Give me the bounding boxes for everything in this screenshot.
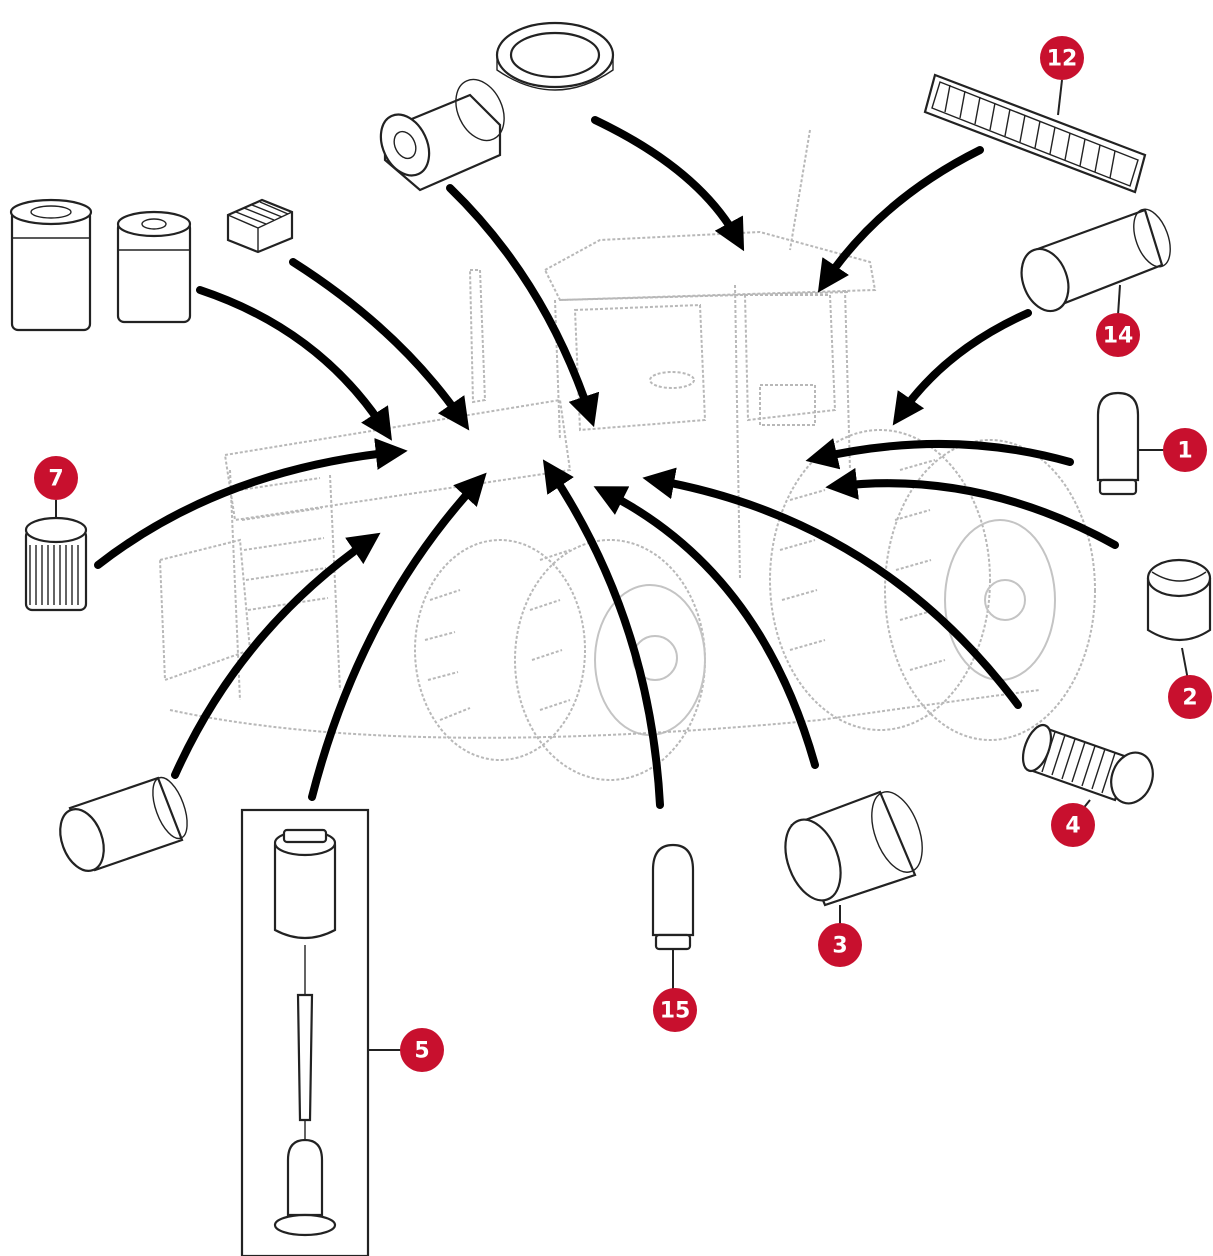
air-filter-sleeve-icon bbox=[52, 773, 194, 877]
svg-text:4: 4 bbox=[1065, 814, 1080, 839]
callout-4: 4 bbox=[1051, 803, 1095, 847]
callout-1: 1 bbox=[1163, 428, 1207, 472]
strainer-filter-4-icon bbox=[1018, 721, 1160, 809]
filter-assembly-5-icon bbox=[242, 810, 368, 1256]
leader-lines bbox=[56, 80, 1188, 1050]
svg-text:12: 12 bbox=[1047, 47, 1078, 72]
callout-14: 14 bbox=[1096, 313, 1140, 357]
oil-filter-small-icon bbox=[118, 212, 190, 322]
oil-filter-large-icon bbox=[11, 200, 91, 330]
svg-text:5: 5 bbox=[414, 1039, 429, 1064]
svg-text:7: 7 bbox=[48, 467, 63, 492]
spin-on-filter-3-icon bbox=[775, 785, 932, 908]
svg-text:2: 2 bbox=[1182, 686, 1197, 711]
parts bbox=[11, 23, 1210, 1256]
svg-text:14: 14 bbox=[1103, 324, 1134, 349]
capsule-filter-1-icon bbox=[1098, 393, 1138, 494]
callout-5: 5 bbox=[400, 1028, 444, 1072]
cabin-air-filter-panel-icon bbox=[925, 75, 1145, 192]
tractor-illustration bbox=[160, 130, 1095, 780]
svg-text:15: 15 bbox=[660, 999, 691, 1024]
cabin-cube-filter-icon bbox=[228, 200, 292, 252]
callout-2: 2 bbox=[1168, 675, 1212, 719]
callout-12: 12 bbox=[1040, 36, 1084, 80]
capsule-filter-15-icon bbox=[653, 845, 693, 949]
callout-3: 3 bbox=[818, 923, 862, 967]
callout-7: 7 bbox=[34, 456, 78, 500]
cup-filter-2-icon bbox=[1148, 560, 1210, 640]
svg-text:1: 1 bbox=[1177, 439, 1192, 464]
svg-text:3: 3 bbox=[832, 934, 847, 959]
air-filter-icon bbox=[372, 72, 514, 190]
seal-ring-icon bbox=[497, 23, 613, 90]
cylindrical-filter-14-icon bbox=[1013, 204, 1177, 317]
callout-15: 15 bbox=[653, 988, 697, 1032]
cartridge-filter-7-icon bbox=[26, 518, 86, 610]
